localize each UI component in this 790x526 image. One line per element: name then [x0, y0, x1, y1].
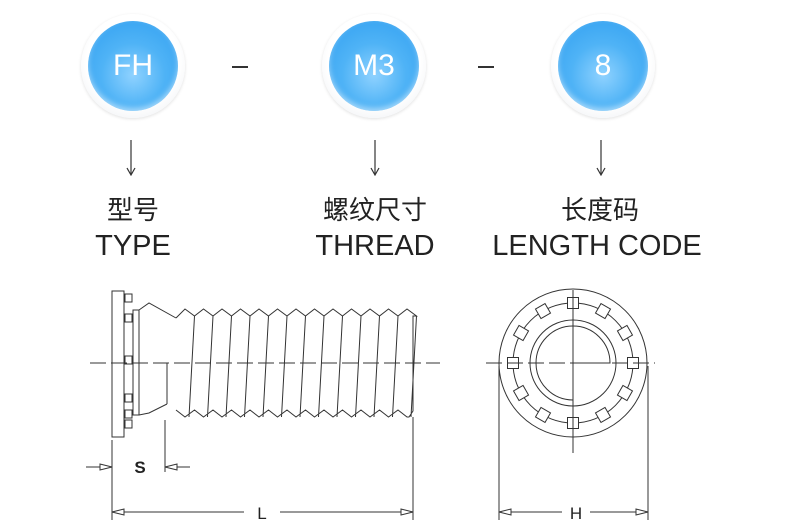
thread-code: M3 [329, 21, 419, 111]
end-view [486, 288, 655, 520]
type-code: FH [88, 21, 178, 111]
dimension-l-label: L [257, 504, 266, 523]
down-arrow-icon [126, 140, 136, 176]
separator-dash [232, 66, 248, 68]
flange-tooth [512, 324, 530, 342]
flange-tooth [124, 393, 133, 403]
thread-label-en: THREAD [315, 230, 435, 262]
flange-tooth [534, 406, 552, 424]
flange-tooth [616, 324, 634, 342]
type-label-en: TYPE [95, 230, 171, 262]
flange-tooth [124, 419, 133, 429]
flange-tooth [124, 355, 133, 365]
down-arrow-icon [370, 140, 380, 176]
length-code: 8 [558, 21, 648, 111]
flange-tooth [594, 406, 612, 424]
type-badge: FH [81, 14, 185, 118]
separator-dash [478, 66, 494, 68]
down-arrow-icon [596, 140, 606, 176]
flange-tooth [512, 384, 530, 402]
type-label-cn: 型号 [106, 196, 160, 226]
length-label-cn: 长度码 [560, 196, 640, 226]
dimension-h-label: H [570, 504, 582, 523]
flange-tooth [616, 384, 634, 402]
thread-badge: M3 [322, 14, 426, 118]
length-badge: 8 [551, 14, 655, 118]
side-view [86, 290, 440, 520]
flange-tooth [124, 293, 133, 303]
flange-tooth [124, 409, 133, 419]
dimension-s-label: S [134, 458, 145, 477]
flange-tooth [594, 302, 612, 320]
flange-tooth [124, 313, 133, 323]
thread-label-cn: 螺纹尺寸 [322, 196, 428, 226]
flange-tooth [534, 302, 552, 320]
length-label-en: LENGTH CODE [492, 230, 702, 262]
